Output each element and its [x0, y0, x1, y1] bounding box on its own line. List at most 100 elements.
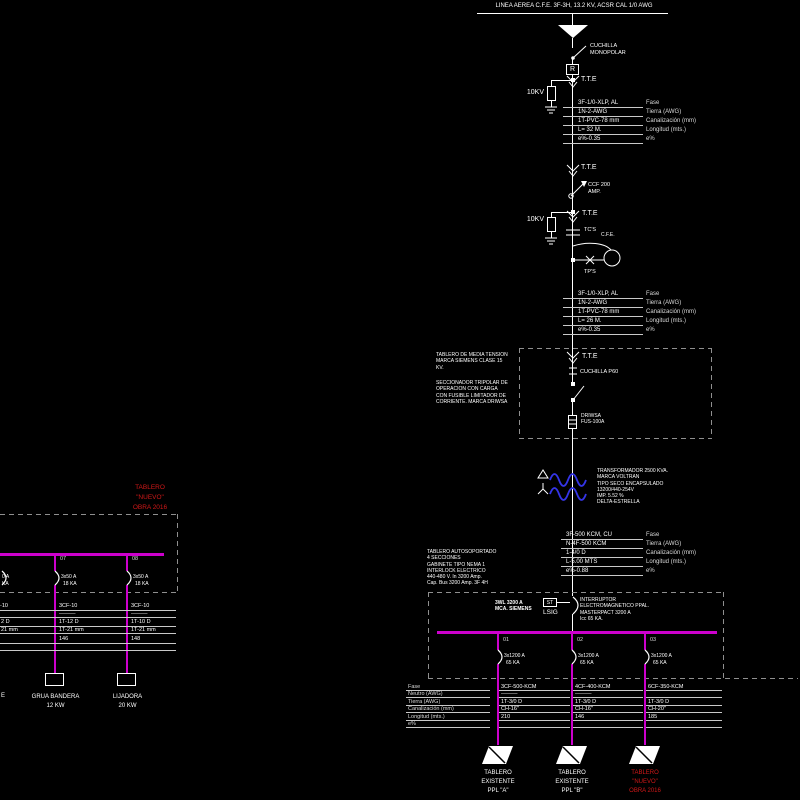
cable-value: 1T-PVC-78 mm	[578, 118, 620, 124]
cell-partial: -10	[0, 603, 8, 609]
cable-value: 1N-2-AWG	[578, 300, 608, 306]
cell: ———	[501, 691, 518, 697]
cell: 3CF-500-KCM	[501, 684, 537, 690]
panel-label-new: TABLERO "NUEVO" OBRA 2016	[629, 770, 661, 794]
mt-switch-label: CUCHILLA P60	[580, 369, 619, 375]
tte-label: T.T.E	[582, 210, 598, 217]
branch-line	[551, 80, 573, 81]
load-label-partial: E	[1, 693, 6, 699]
feeder-line	[497, 664, 499, 745]
breaker-icc: 18 KA	[63, 581, 77, 587]
cable-value: 3F-500 KCM, CU	[566, 532, 613, 538]
row-label: Longitud (mts.)	[646, 318, 687, 324]
tte-label: T.T.E	[581, 164, 597, 171]
lv-box-border	[428, 592, 724, 593]
mv-fuse-label: DRIWSA FUS-100A	[581, 413, 605, 426]
feeder-id: 03	[650, 637, 657, 643]
main-breaker-tag: 3WL 3200 A MCA. SIEMENS	[495, 600, 532, 613]
table-line	[573, 712, 643, 713]
load-box	[117, 673, 136, 686]
table-line	[646, 727, 722, 728]
lv-box-border	[428, 678, 798, 679]
feeder-line	[126, 556, 128, 571]
feeder-line	[54, 556, 56, 571]
table-line	[646, 720, 722, 721]
branch-line	[557, 602, 570, 603]
earth-icon	[545, 106, 557, 114]
cell: CH-16"	[501, 706, 519, 712]
table-line	[563, 125, 643, 126]
cell-partial: 2 D	[1, 619, 10, 625]
tte-ground-icon	[566, 351, 580, 364]
lv-box-border	[428, 592, 429, 678]
left-box-border	[0, 592, 178, 593]
cell: 210	[501, 714, 511, 720]
cell: 1T-10 D	[131, 619, 151, 625]
table-line	[563, 298, 643, 299]
table-line	[406, 727, 490, 728]
table-line	[573, 697, 643, 698]
table-line	[406, 705, 490, 706]
panel-symbol	[482, 746, 660, 764]
branch-line	[551, 232, 552, 238]
row-label: Neutro (AWG)	[408, 691, 443, 697]
row-label: Longitud (mts.)	[646, 559, 687, 565]
table-line	[0, 610, 176, 611]
breaker-rating: 3x50 A	[133, 574, 149, 580]
cell-partial: 21 mm	[1, 627, 18, 633]
load-label: GRUA BANDERA 12 KW	[31, 694, 80, 709]
row-label: Canalización (mm)	[646, 118, 697, 124]
breaker-icc-partial: KA	[2, 581, 9, 587]
cell: 1T-21 mm	[59, 627, 84, 633]
table-line	[646, 705, 722, 706]
cell: 1T-3/0 D	[648, 699, 670, 705]
table-line	[563, 143, 643, 144]
cell: 1T-12 D	[59, 619, 79, 625]
cable-value: e%-0.88	[566, 568, 589, 574]
cuchilla-monopolar-switch-icon	[571, 45, 587, 60]
cable-value: L-5.00 MTS	[566, 559, 598, 565]
table-line	[406, 720, 490, 721]
branch-line	[551, 212, 552, 217]
conductor-line	[572, 13, 573, 25]
cable-value: 1N-2-AWG	[578, 109, 608, 115]
table-line	[406, 712, 490, 713]
transformer-note: TRANSFORMADOR 2500 KVA. MARCA VOLTRAN TI…	[597, 468, 669, 506]
lv-bus	[437, 631, 717, 634]
table-line	[646, 690, 722, 691]
breaker-rating: 3x1200 A	[504, 653, 525, 659]
row-label: Fase	[646, 532, 660, 538]
tte-ground-icon	[566, 75, 580, 88]
lv-box-border	[723, 592, 724, 678]
table-line	[0, 633, 176, 634]
cable-value: L= 26 M.	[578, 318, 602, 324]
table-line	[563, 316, 643, 317]
feeder-line	[497, 634, 499, 650]
panel-label: TABLERO EXISTENTE PPL "B"	[555, 770, 589, 794]
cable-value: e%-0.35	[578, 136, 601, 142]
table-line	[0, 643, 176, 644]
cell: 1T-3/0 D	[575, 699, 597, 705]
mt-box-border	[711, 348, 712, 438]
cable-value: 1T-PVC-78 mm	[578, 309, 620, 315]
row-label: e%	[408, 721, 416, 727]
cell: 1T-21 mm	[131, 627, 156, 633]
cable-value: e%-0.35	[578, 327, 601, 333]
relay-box: R	[566, 64, 579, 75]
cell: 3CF-10	[59, 603, 78, 609]
seccionador-note: SECCIONADOR TRIPOLAR DE OPERACION CON CA…	[436, 380, 508, 405]
tte-label: T.T.E	[581, 76, 597, 83]
cell: CH-20"	[648, 706, 666, 712]
table-line	[0, 650, 176, 651]
table-line	[0, 626, 176, 627]
table-line	[646, 697, 722, 698]
feeder-id: 02	[577, 637, 584, 643]
breaker-rating: 3x50 A	[61, 574, 77, 580]
current-transformer-icon	[566, 229, 580, 236]
breaker-gap	[569, 596, 577, 614]
mt-board-note: TABLERO DE MEDIA TENSION MARCA SIEMENS C…	[436, 352, 508, 371]
cell: 148	[131, 636, 141, 642]
tte-label: T.T.E	[582, 353, 598, 360]
cell: 4CF-400-KCM	[575, 684, 611, 690]
table-line	[573, 690, 643, 691]
